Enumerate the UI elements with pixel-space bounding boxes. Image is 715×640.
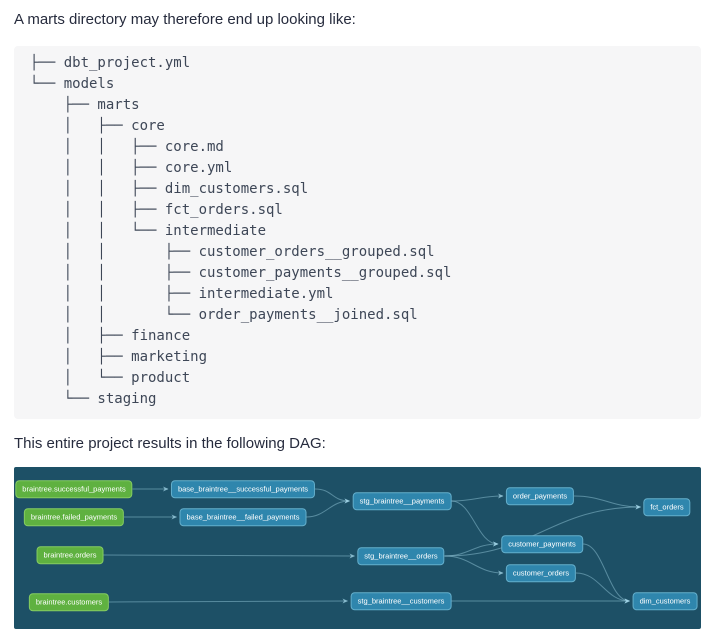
dag-node-base-braintree-failed-payments[interactable]: base_braintree__failed_payments [179,508,307,526]
dag-edge [573,495,641,510]
dag-visualization: braintree.successful_payments braintree.f… [14,467,701,629]
dag-edge [451,500,499,547]
dag-edge [108,598,348,604]
directory-tree-code: ├── dbt_project.yml └── models ├── marts… [30,55,452,407]
dag-node-braintree-failed-payments[interactable]: braintree.failed_payments [23,508,125,526]
dag-edge [444,504,641,557]
dag-edge [314,488,350,504]
dag-caption: This entire project results in the follo… [14,435,326,452]
dag-node-fct-orders[interactable]: fct_orders [643,498,691,516]
dag-edge [582,543,630,604]
dag-node-order-payments[interactable]: order_payments [505,487,575,505]
dag-node-braintree-orders[interactable]: braintree.orders [36,546,104,564]
dag-edge [306,498,350,518]
dag-edge [444,541,499,557]
dag-edge [444,555,504,576]
intro-paragraph: A marts directory may therefore end up l… [14,11,356,28]
dag-node-stg-braintree-orders[interactable]: stg_braintree__orders [357,547,445,565]
dag-node-customer-payments[interactable]: customer_payments [501,535,583,553]
dag-edge [451,493,504,502]
dag-node-braintree-customers[interactable]: braintree.customers [28,593,110,611]
dag-edge [103,553,355,559]
directory-tree-code-block: ├── dbt_project.yml └── models ├── marts… [14,46,701,419]
dag-node-dim-customers[interactable]: dim_customers [632,592,698,610]
dag-node-stg-braintree-customers[interactable]: stg_braintree__customers [350,592,452,610]
dag-edge [575,572,630,604]
dag-edges [103,486,641,604]
dag-node-braintree-successful-payments[interactable]: braintree.successful_payments [15,480,133,498]
dag-node-base-braintree-successful-payments[interactable]: base_braintree__successful_payments [170,480,316,498]
dag-node-stg-braintree-payments[interactable]: stg_braintree__payments [352,492,452,510]
dag-node-customer-orders[interactable]: customer_orders [505,564,577,582]
